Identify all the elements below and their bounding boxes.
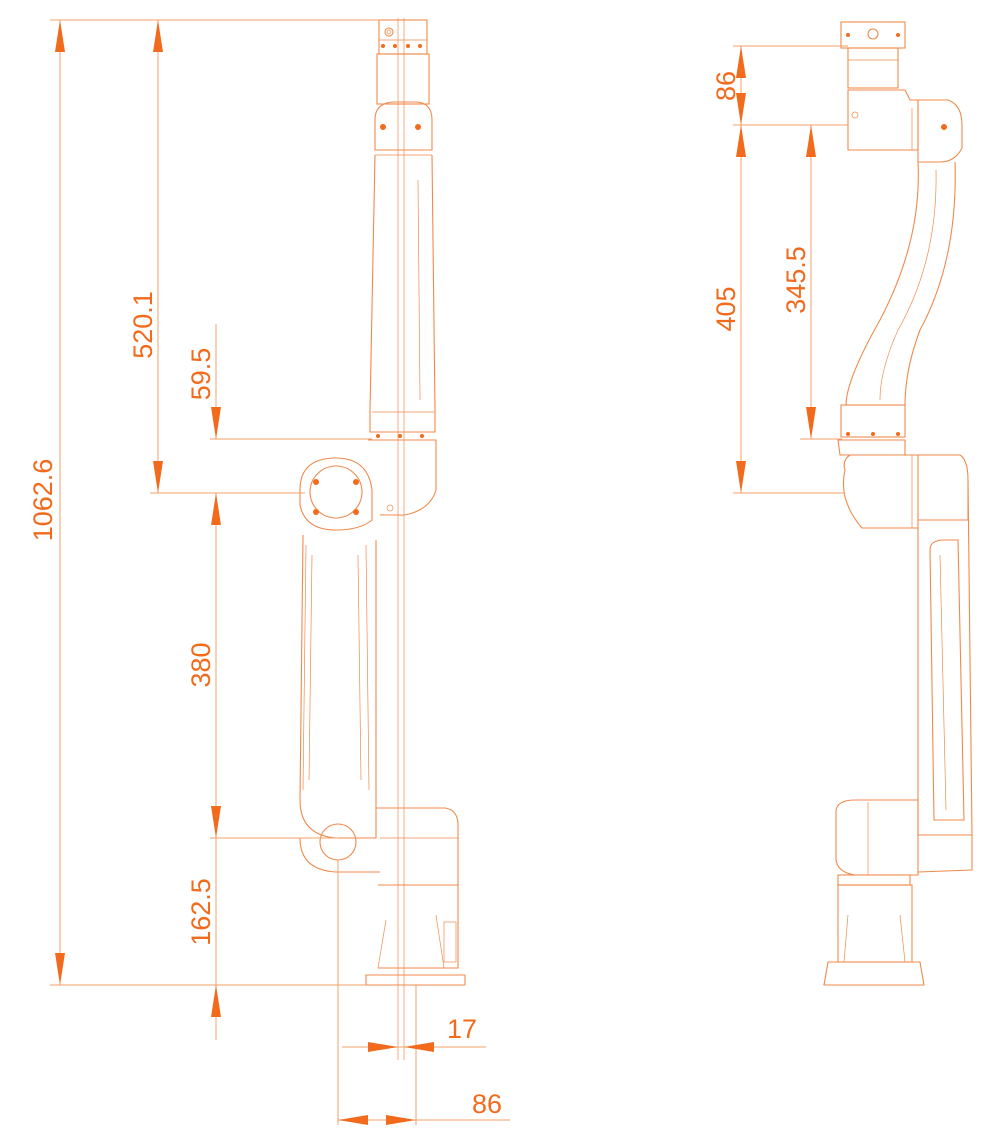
- front-view-elbow-joint: [299, 439, 437, 531]
- dim-wrist-height-label: 86: [711, 71, 741, 101]
- dim-offset-small-label: 17: [447, 1014, 477, 1044]
- side-view-wrist-joint: [847, 89, 963, 163]
- dim-lower-arm-label: 380: [186, 642, 216, 687]
- dim-total-height-label: 1062.6: [28, 459, 58, 542]
- dim-forearm-outer-label: 405: [711, 286, 741, 331]
- side-view-forearm: [840, 161, 956, 438]
- front-view-flange: [376, 19, 430, 105]
- side-view-dimensions: [733, 45, 848, 494]
- side-view-base: [823, 799, 973, 986]
- dim-forearm-inner-label: 345.5: [781, 246, 811, 314]
- side-view-flange: [840, 21, 906, 89]
- side-view-lower-arm: [917, 479, 973, 836]
- dim-base-height-label: 162.5: [186, 878, 216, 946]
- dim-joint-offset-label: 59.5: [186, 348, 216, 401]
- side-view-elbow-joint: [837, 439, 969, 529]
- front-view-wrist-joint: [374, 101, 433, 156]
- side-view-robot-arm: [823, 21, 973, 986]
- front-view-lower-arm: [299, 534, 380, 873]
- dim-offset-wide-label: 86: [472, 1089, 502, 1119]
- front-view-upper-arm: [369, 18, 436, 1060]
- dim-upper-segment-label: 520.1: [128, 291, 158, 359]
- front-view-robot-arm: [299, 18, 466, 1060]
- front-view-base: [365, 807, 466, 986]
- front-view-dimensions: [50, 19, 510, 1125]
